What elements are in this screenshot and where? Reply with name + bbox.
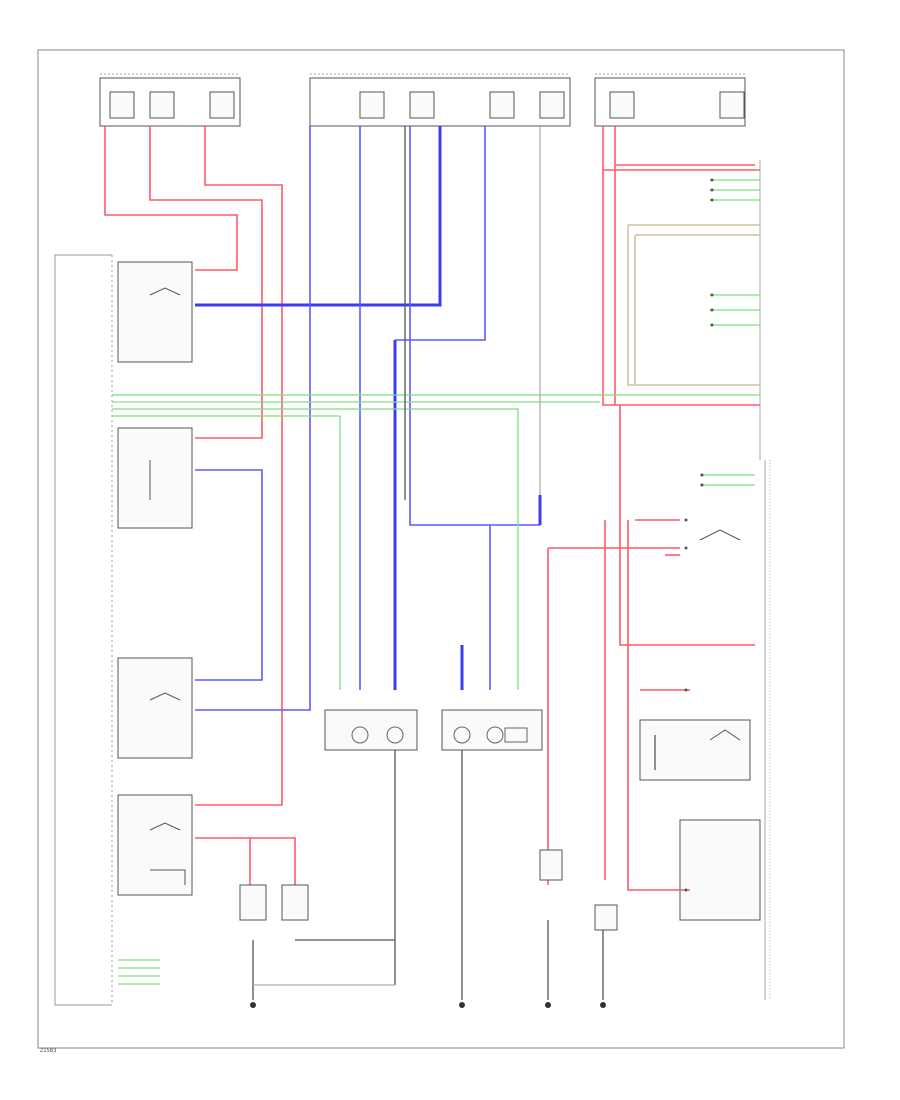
fog-lamps	[239, 849, 618, 931]
tan-wires	[627, 224, 760, 386]
headlamp-assemblies	[324, 709, 543, 751]
diagram-border	[37, 49, 845, 1049]
right-module	[639, 160, 771, 1000]
module-pins	[118, 959, 160, 985]
left-relays	[117, 261, 193, 896]
connector-pins	[684, 178, 714, 892]
diagram-code: Z15B3	[40, 1048, 56, 1054]
top-fuse-boxes	[99, 73, 746, 127]
ground-wires	[252, 126, 656, 1000]
power-wires	[104, 126, 760, 891]
switch-wires	[112, 179, 760, 690]
central-module	[54, 254, 113, 1006]
ground-symbol-icon	[250, 1002, 606, 1008]
signal-wires	[195, 126, 542, 711]
